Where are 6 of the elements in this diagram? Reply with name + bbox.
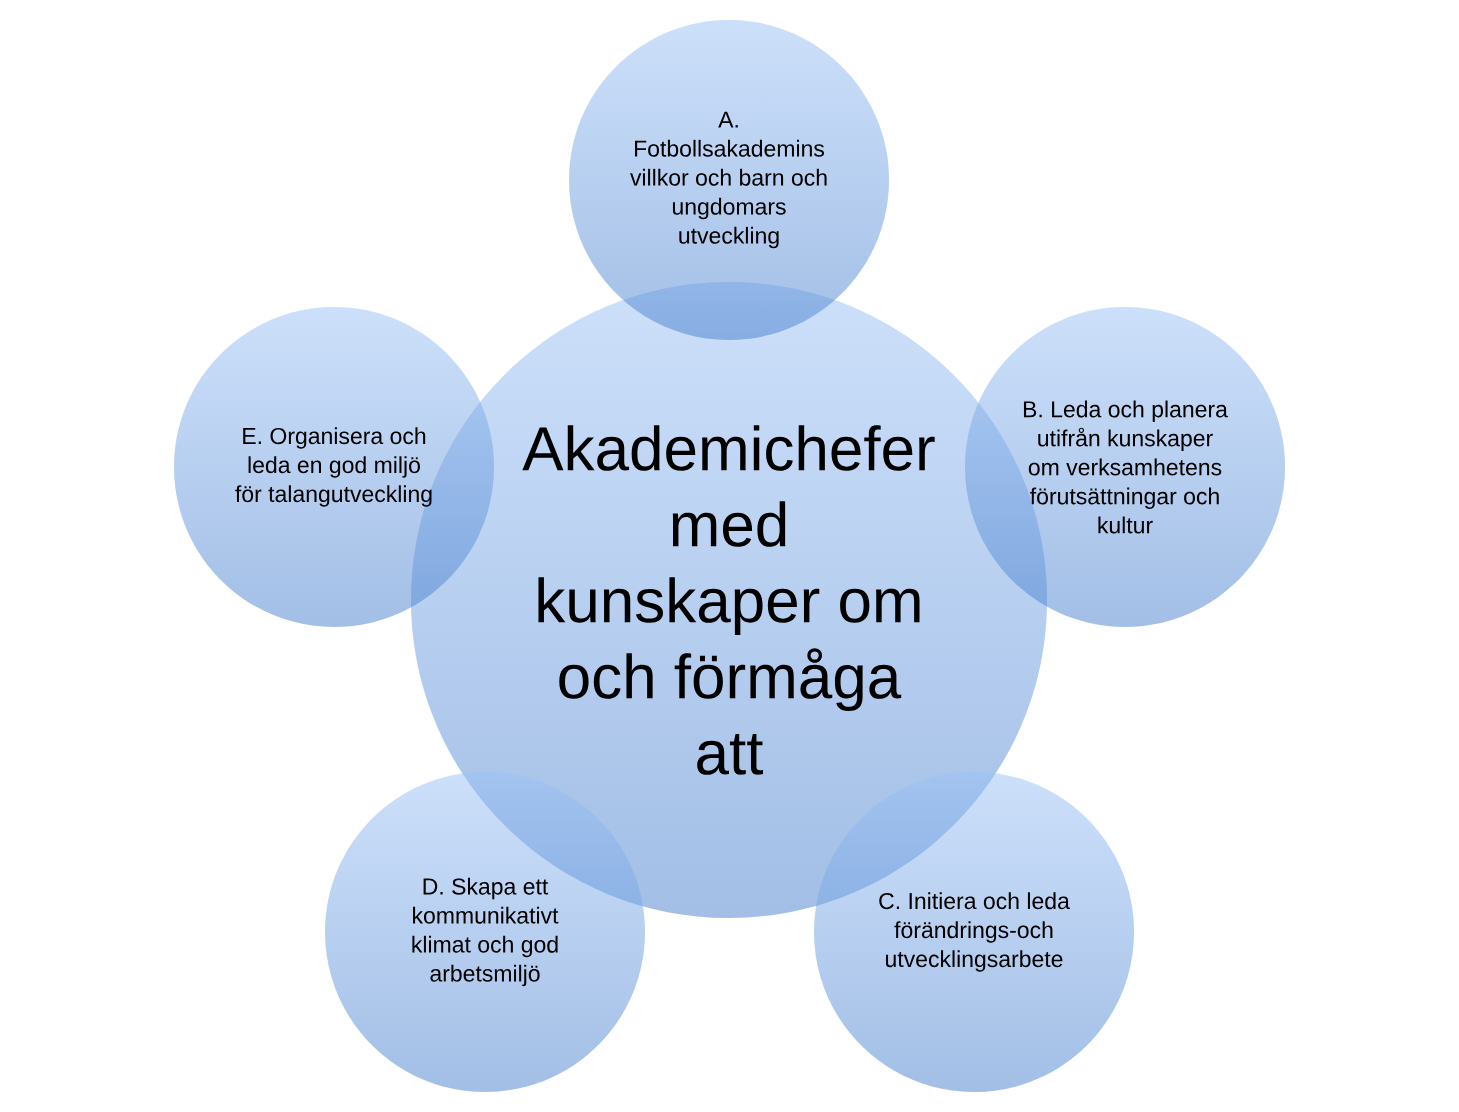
topic-label: E. Organisera och leda en god miljö för talangutveckling <box>235 427 432 507</box>
topic-label: D. Skapa ett kommunikativt klimat och god arbetsmiljö <box>412 877 559 987</box>
topic-label: A. Fotbollsakademins villkor och barn och ungdomars utveckling <box>630 111 827 249</box>
topic-label: C. Initiera och leda förändrings-och utvecklingsarbete <box>879 892 1070 972</box>
main-label: Akademichefer med kunskaper om och förmåga att <box>522 425 935 775</box>
topic-label: B. Leda och planera utifrån kunskaper om verksamhetens förutsättningar och kultur <box>1023 400 1228 534</box>
